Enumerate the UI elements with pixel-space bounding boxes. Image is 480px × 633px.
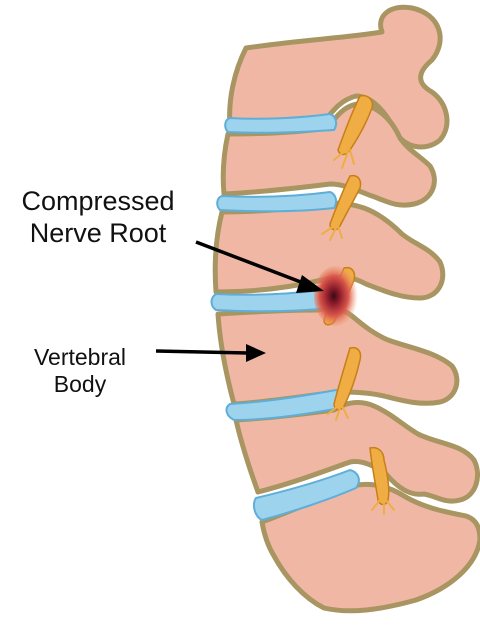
vertebral-body-label: Vertebral Body [10, 344, 150, 398]
nerve-root-l5 [369, 446, 390, 506]
disc-l1-l2 [224, 112, 338, 134]
compressed-nerve-root-label-line2: Nerve Root [29, 217, 167, 248]
nerve-root-fringe-1 [333, 149, 355, 169]
disc-l2-l3 [216, 190, 338, 213]
vertebral-body-label-line2: Body [53, 371, 107, 398]
disc-l5-s1 [253, 468, 360, 522]
arrowhead-vertebral-body [246, 344, 266, 362]
compressed-nerve-root-label-line1: Compressed [21, 186, 175, 216]
nerve-compression-highlight [314, 266, 358, 326]
nerve-root-fringe-4 [327, 405, 349, 421]
vertebral-body-label-line1: Vertebral [33, 344, 127, 370]
arrowhead-compressed-nerve-root [296, 275, 324, 293]
vertebra-l5 [233, 400, 480, 504]
nerve-root-fringe-5 [371, 499, 395, 515]
nerve-root-l4 [333, 346, 362, 411]
nerve-root-fringe-2 [321, 225, 343, 241]
compressed-nerve-root-label: Compressed Nerve Root [0, 186, 196, 250]
arrow-vertebral-body [155, 349, 249, 355]
arrow-compressed-nerve-root [195, 240, 307, 286]
nerve-root-l2 [329, 174, 362, 231]
